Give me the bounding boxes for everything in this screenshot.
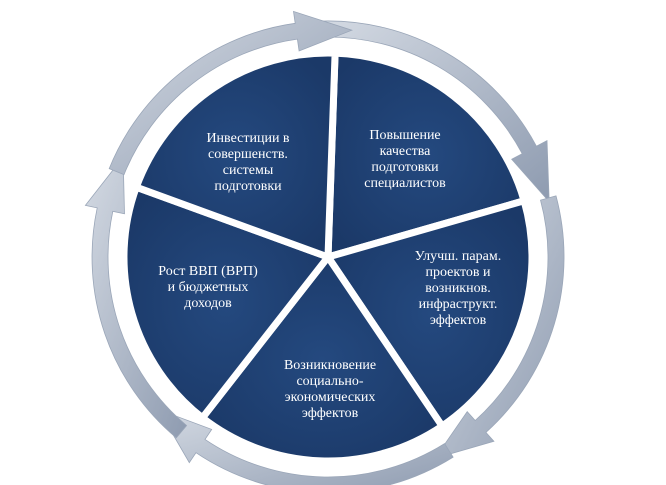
ring-arrows — [84, 10, 565, 485]
segments — [120, 49, 536, 465]
segment-investments — [132, 49, 339, 261]
segment-label-investments: Инвестиции в совершенств. системы подгот… — [206, 131, 290, 194]
segment-quality-training — [324, 49, 528, 261]
segment-project-parameters — [324, 197, 536, 430]
segment-gdp-growth — [120, 183, 332, 422]
segment-label-project-parameters: Улучш. парам. проектов и возникнов. инфр… — [414, 249, 502, 328]
segment-label-quality-training: Повышение качества подготовки специалист… — [364, 128, 446, 191]
segment-label-gdp-growth: Рост ВВП (ВРП) и бюджетных доходов — [158, 264, 258, 311]
segment-label-socioeconomic-effects: Возникновение социально- экономических э… — [283, 358, 377, 421]
cycle-arrow-icon — [108, 10, 353, 176]
cycle-arrow-icon — [84, 155, 188, 439]
segment-socioeconomic-effects — [198, 253, 446, 465]
